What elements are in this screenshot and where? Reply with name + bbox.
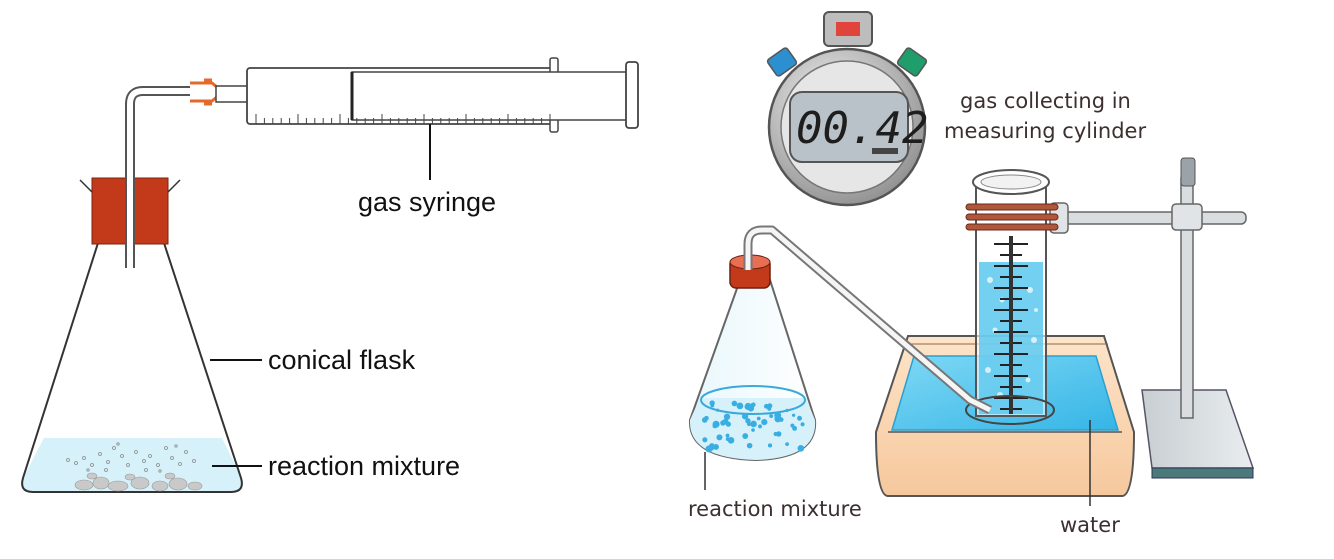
solid-pieces [74, 472, 203, 492]
right-apparatus: 00.42 [688, 11, 1255, 537]
gas-collecting-label-line1: gas collecting in [960, 89, 1131, 113]
syringe-plunger [351, 71, 631, 121]
stand-base [1141, 389, 1255, 469]
conical-flask [21, 242, 243, 493]
stopwatch-right-button-icon [896, 47, 928, 77]
flask-rim-right [167, 179, 181, 193]
reaction-flask [688, 254, 817, 462]
gas-bubbles [66, 442, 196, 473]
conical-flask-label: conical flask [268, 345, 416, 375]
flask-outline [21, 242, 243, 493]
right-reaction-mixture-label: reaction mixture [688, 497, 862, 521]
flask-rim-left [79, 179, 93, 193]
left-apparatus: gas syringe conical flask reaction mixtu… [21, 57, 639, 493]
tube-connector [190, 78, 220, 106]
gas-collecting-label-line2: measuring cylinder [944, 119, 1146, 143]
water-label: water [1060, 513, 1120, 537]
stopwatch-display [789, 91, 909, 163]
syringe-scale [255, 114, 551, 124]
stopwatch: 00.42 [766, 11, 928, 207]
gas-syringe [215, 57, 639, 180]
stopwatch-left-button-icon [766, 47, 798, 77]
reaction-mixture-label: reaction mixture [268, 451, 460, 481]
clamp-arm [1055, 211, 1247, 225]
cylinder-clamp [965, 203, 1059, 231]
measuring-cylinder [965, 169, 1059, 425]
retort-stand [1049, 157, 1255, 479]
gas-syringe-label: gas syringe [358, 187, 496, 217]
flask-bubbles [701, 400, 805, 453]
stopwatch-time: 00.42 [796, 103, 928, 154]
